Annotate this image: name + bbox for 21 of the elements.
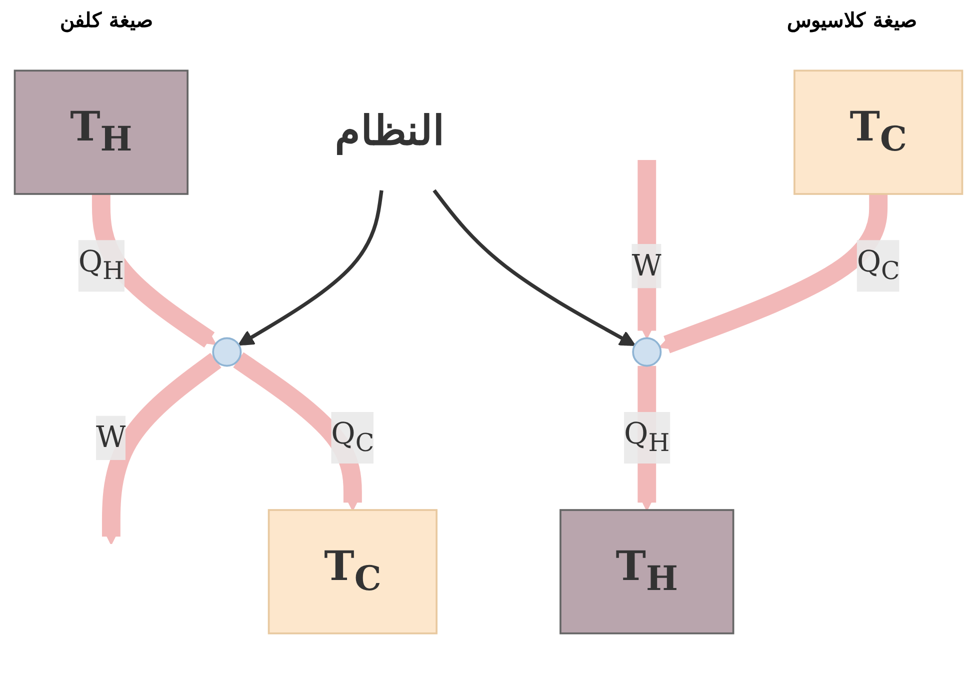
node-text: النظام <box>335 107 444 156</box>
arrow <box>102 352 222 545</box>
arrow <box>432 189 636 346</box>
edge-label: Q$_{C}$ <box>856 244 900 287</box>
heading-text: صيغة كلفن <box>60 8 153 32</box>
edge-label: Q$_{C}$ <box>331 416 374 458</box>
node-box: T$_{C}$ <box>794 70 964 195</box>
arrow <box>233 352 362 511</box>
arrow <box>659 194 888 354</box>
node-circle <box>632 337 662 367</box>
edge-label: W <box>96 419 126 455</box>
edge-label: W <box>632 248 662 283</box>
node-box: T$_{C}$ <box>268 509 438 634</box>
node-box: T$_{H}$ <box>560 509 734 634</box>
heading-text: صيغة كلاسيوس <box>787 8 917 32</box>
edge-label: Q$_{H}$ <box>624 416 670 458</box>
node-circle <box>212 337 242 367</box>
arrow <box>238 190 384 346</box>
edge-label: Q$_{H}$ <box>78 244 124 287</box>
arrow <box>92 194 216 348</box>
node-box: T$_{H}$ <box>14 70 189 195</box>
